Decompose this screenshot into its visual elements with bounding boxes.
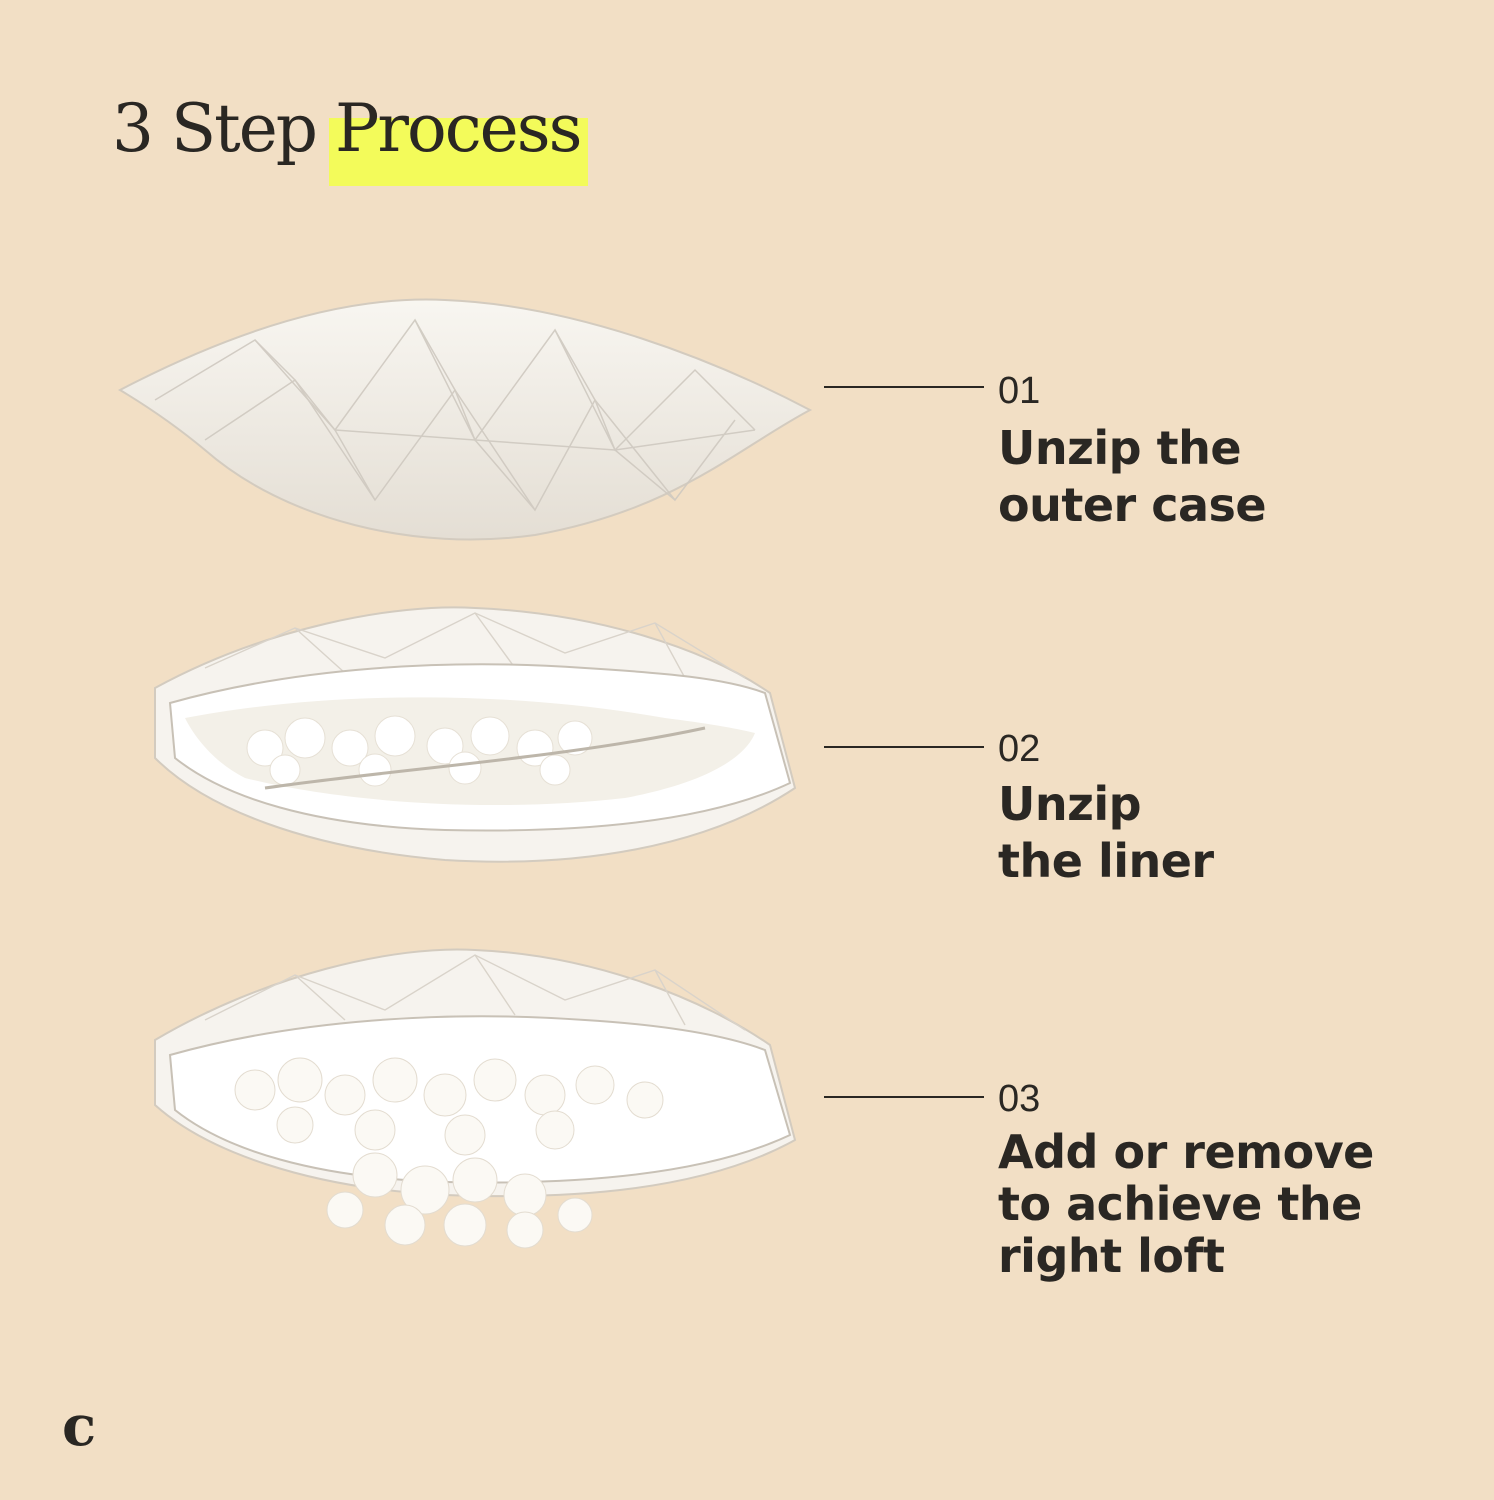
step-line: the liner — [998, 834, 1214, 888]
open-pillow-liner-image — [154, 606, 797, 863]
title-highlight: Process — [328, 90, 589, 186]
connector-line — [824, 746, 984, 748]
step-description: Add or remove to achieve the right loft — [998, 1126, 1438, 1282]
connector-line — [824, 386, 984, 388]
step-number: 03 — [998, 1078, 1041, 1120]
step-number: 02 — [998, 728, 1041, 770]
step-line: Add or remove — [998, 1125, 1374, 1179]
step-line: right loft — [998, 1229, 1225, 1283]
step-line: to achieve the — [998, 1177, 1362, 1231]
connector-line — [824, 1096, 984, 1098]
page-title: 3 Step Process — [112, 90, 589, 186]
step-description: Unzip the liner — [998, 776, 1438, 890]
step-line: Unzip the — [998, 421, 1242, 475]
pillow-fill-spilling-image — [154, 948, 797, 1249]
step-line: outer case — [998, 478, 1267, 532]
brand-logo: c — [62, 1393, 97, 1459]
step-number: 01 — [998, 370, 1041, 412]
step-description: Unzip the outer case — [998, 420, 1438, 534]
title-plain: 3 Step — [112, 90, 318, 167]
closed-pillow-image — [117, 298, 813, 541]
step-line: Unzip — [998, 777, 1142, 831]
